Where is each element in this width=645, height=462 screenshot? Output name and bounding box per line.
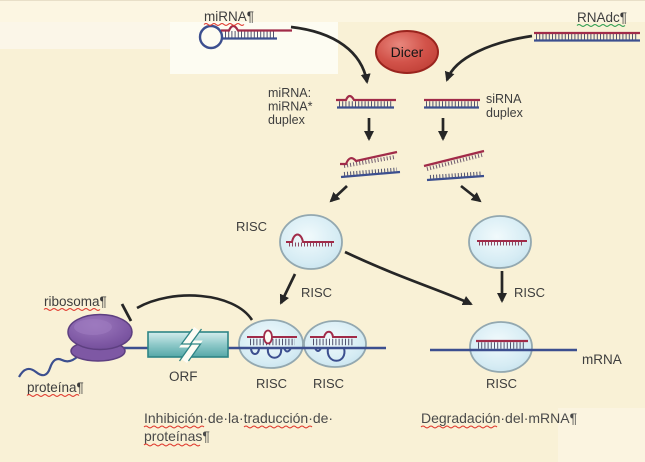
mirna-duplex-red-strand	[336, 94, 396, 102]
orf-label: ORF	[169, 369, 198, 384]
arrow-to-mid-risc	[329, 185, 348, 203]
arrow-to-right-risc	[460, 184, 482, 203]
arrow-mid-risc-to-degradation	[344, 250, 473, 306]
mirna-unwound-red-strand	[340, 150, 398, 166]
mirna-unwound-blue-strand	[340, 170, 401, 179]
hairpin-loop	[198, 24, 224, 50]
rnadc-label: RNAdc¶	[577, 10, 627, 25]
risc-mid-label: RISC	[236, 219, 267, 234]
ribosome-label: ribosoma¶	[44, 294, 107, 309]
caption-degradation: Degradación·del·mRNA¶	[421, 410, 577, 426]
dicer-label: Dicer	[391, 44, 424, 60]
orf-box	[147, 326, 229, 364]
sirna-unwound-red-ticks	[426, 153, 483, 171]
arrow-mid-risc-to-translation	[279, 273, 297, 305]
mirna-hairpin-structure	[198, 24, 292, 50]
sirna-duplex-label-line2: duplex	[486, 106, 524, 120]
protein-label: proteína¶	[27, 380, 84, 395]
risc-bottom-right-label: RISC	[486, 376, 517, 391]
mirna-duplex-label-line1: miRNA:	[268, 86, 311, 100]
risc-right-arrow-label: RISC	[514, 285, 545, 300]
risc-on-mrna-2	[303, 320, 367, 368]
sirna-unwound-red-strand	[423, 149, 485, 168]
ribosome	[67, 313, 133, 362]
blue-loop-large	[326, 347, 346, 362]
risc-complex-sirna	[468, 215, 532, 269]
risc-bottom-left-1-label: RISC	[256, 376, 287, 391]
risc-mid-arrow-label: RISC	[301, 285, 332, 300]
red-bulge-loop	[263, 329, 273, 345]
spellcheck-underline	[243, 425, 313, 429]
risc-mirna-strand	[286, 233, 334, 243]
sirna-unwound-strands	[423, 149, 485, 182]
mirna-unwound-strands	[340, 150, 401, 179]
risc-bottom-left-2-label: RISC	[313, 376, 344, 391]
sirna-duplex-label-line1: siRNA	[486, 92, 522, 106]
spellcheck-underline	[203, 23, 245, 26]
nascent-protein-chain	[18, 355, 79, 378]
blue-notch	[314, 347, 322, 352]
orf-break-edge-right	[187, 328, 203, 362]
dicer-enzyme-ellipse	[375, 30, 439, 74]
mirna-label: miRNA¶	[204, 9, 254, 24]
mirna-unwound-blue-ticks	[343, 167, 398, 176]
mirna-duplex-structure	[336, 94, 396, 109]
blue-loop-small	[250, 347, 260, 355]
dsrna-structure	[534, 31, 640, 42]
mirna-duplex-label-line3: duplex	[268, 113, 306, 127]
mrna-label: mRNA	[582, 352, 622, 367]
orf-break-edge-left	[178, 328, 194, 362]
blue-notch	[283, 347, 292, 353]
caption-inhibition-line2: proteínas¶	[144, 428, 210, 444]
blue-loop-large	[266, 347, 283, 359]
spellcheck-underline	[143, 443, 201, 447]
spellcheck-underline	[26, 394, 80, 397]
bottom-left-risc-pair	[238, 319, 367, 369]
sirna-duplex-structure	[424, 98, 480, 109]
spellcheck-underline	[420, 425, 498, 429]
arrow-hairpin-to-duplex	[290, 25, 371, 84]
risc-right-interior	[476, 339, 528, 349]
spellcheck-underline	[143, 425, 205, 429]
grammar-underline	[576, 24, 626, 27]
sirna-unwound-blue-strand	[426, 174, 485, 182]
spellcheck-underline	[43, 308, 101, 311]
risc1-interior	[247, 329, 297, 359]
arrow-dsrna-to-duplex	[444, 34, 533, 82]
ribosome-highlight	[74, 319, 112, 335]
risc-complex-mirna	[279, 214, 343, 270]
mirna-duplex-label-line2: miRNA*	[268, 100, 313, 114]
caption-inhibition-line1: Inhibición·de·la·traducción·de·	[144, 410, 333, 426]
risc-on-mrna-1	[238, 319, 304, 369]
risc2-interior	[310, 330, 357, 362]
inhibition-t-bar	[120, 303, 133, 322]
hairpin-red-strand	[221, 24, 292, 32]
sirna-unwound-blue-ticks	[429, 171, 482, 179]
inhibition-arc	[136, 294, 254, 321]
